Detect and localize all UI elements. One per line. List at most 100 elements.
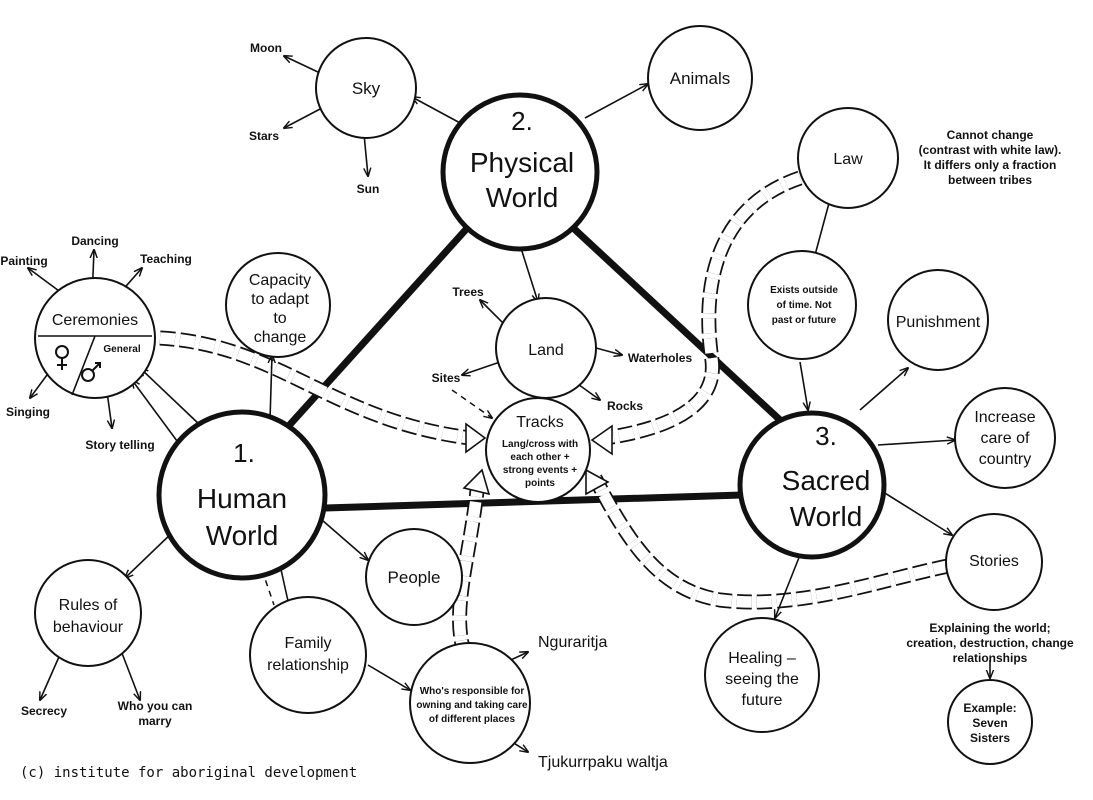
responsible-line3: of different places bbox=[429, 714, 516, 725]
law-note-line1: Cannot change bbox=[947, 128, 1034, 142]
node-sacred-world: 3. Sacred World bbox=[737, 410, 887, 560]
singing-label: Singing bbox=[6, 405, 50, 419]
human-line2: World bbox=[206, 520, 279, 551]
edge-physical-sacred bbox=[567, 222, 783, 423]
family-line2: relationship bbox=[267, 657, 349, 674]
responsible-line1: Who's responsible for bbox=[420, 686, 525, 697]
responsible-line2: owning and taking care bbox=[416, 700, 528, 711]
node-increase: Increase care of country bbox=[954, 387, 1056, 489]
physical-line2: World bbox=[486, 182, 559, 213]
dancing-label: Dancing bbox=[71, 234, 118, 248]
stories-label: Stories bbox=[969, 553, 1019, 570]
node-punishment: Punishment bbox=[887, 269, 989, 371]
capacity-line1: Capacity bbox=[249, 272, 311, 289]
stars-label: Stars bbox=[249, 129, 279, 143]
law-note-line4: between tribes bbox=[948, 173, 1032, 187]
land-label: Land bbox=[528, 342, 564, 359]
healing-line3: future bbox=[742, 692, 783, 709]
general-label: General bbox=[103, 344, 140, 355]
law-label: Law bbox=[833, 151, 863, 168]
node-responsible: Who's responsible for owning and taking … bbox=[409, 642, 531, 764]
healing-line2: seeing the bbox=[725, 671, 799, 688]
node-family: Family relationship bbox=[249, 596, 367, 714]
teaching-label: Teaching bbox=[140, 252, 192, 266]
sacred-line2: World bbox=[790, 501, 863, 532]
node-human-world: 1. Human World bbox=[156, 409, 328, 581]
example-line2: Seven bbox=[972, 716, 1007, 730]
tracks-line3: strong events + bbox=[503, 465, 577, 476]
capacity-line2: to adapt bbox=[251, 291, 309, 308]
female-symbol-icon bbox=[55, 345, 69, 370]
node-land: Land bbox=[495, 297, 597, 399]
nguraritja-label: Nguraritja bbox=[538, 634, 607, 651]
rocks-label: Rocks bbox=[607, 399, 643, 413]
node-stories: Stories bbox=[945, 513, 1043, 611]
physical-line1: Physical bbox=[470, 147, 574, 178]
track-arrow-bottom-left bbox=[462, 468, 491, 496]
example-line3: Sisters bbox=[970, 731, 1010, 745]
moon-label: Moon bbox=[250, 41, 282, 55]
marry-line1: Who you can bbox=[118, 699, 193, 713]
node-people: People bbox=[365, 528, 463, 626]
story-telling-label: Story telling bbox=[85, 438, 154, 452]
capacity-line4: change bbox=[254, 329, 307, 346]
increase-line2: care of bbox=[981, 430, 1030, 447]
stories-note-line1: Explaining the world; bbox=[929, 621, 1050, 635]
rules-line2: behaviour bbox=[53, 619, 124, 636]
tracks-line4: points bbox=[525, 478, 555, 489]
node-law: Law bbox=[797, 107, 899, 209]
exists-line2: of time. Not bbox=[777, 300, 833, 311]
node-tracks: Tracks Lang/cross with each other + stro… bbox=[485, 397, 591, 503]
sites-label: Sites bbox=[432, 371, 461, 385]
rules-line1: Rules of bbox=[59, 597, 118, 614]
node-example: Example: Seven Sisters bbox=[947, 679, 1033, 765]
track-paths bbox=[159, 170, 950, 658]
animals-label: Animals bbox=[670, 69, 730, 88]
law-note-line3: It differs only a fraction bbox=[924, 158, 1057, 172]
tracks-title: Tracks bbox=[516, 414, 563, 431]
waterholes-label: Waterholes bbox=[628, 351, 693, 365]
increase-line1: Increase bbox=[974, 409, 1035, 426]
ceremonies-label: Ceremonies bbox=[52, 312, 138, 329]
node-capacity: Capacity to adapt to change bbox=[225, 252, 331, 358]
painting-label: Painting bbox=[0, 254, 47, 268]
node-exists: Exists outside of time. Not past or futu… bbox=[747, 250, 857, 360]
capacity-line3: to bbox=[273, 310, 286, 327]
node-physical-world: 2. Physical World bbox=[440, 92, 600, 252]
marry-line2: marry bbox=[138, 714, 172, 728]
punishment-label: Punishment bbox=[896, 314, 981, 331]
tjukurrpaku-label: Tjukurrpaku waltja bbox=[538, 754, 668, 771]
sun-label: Sun bbox=[357, 182, 380, 196]
example-line1: Example: bbox=[963, 701, 1016, 715]
track-arrow-bottom-right bbox=[585, 468, 610, 496]
people-label: People bbox=[388, 568, 441, 587]
physical-number: 2. bbox=[511, 106, 533, 136]
node-ceremonies: Ceremonies General bbox=[34, 277, 156, 399]
node-rules: Rules of behaviour bbox=[34, 559, 142, 667]
law-note-line2: (contrast with white law). bbox=[919, 143, 1062, 157]
increase-line3: country bbox=[979, 451, 1031, 468]
node-animals: Animals bbox=[647, 25, 753, 131]
node-healing: Healing – seeing the future bbox=[704, 617, 820, 733]
track-arrow-left bbox=[465, 422, 487, 454]
stories-note-line3: relationships bbox=[953, 651, 1028, 665]
exists-line1: Exists outside bbox=[770, 285, 838, 296]
family-line1: Family bbox=[284, 635, 331, 652]
sacred-number: 3. bbox=[815, 421, 837, 451]
tracks-line1: Lang/cross with bbox=[502, 439, 578, 450]
human-number: 1. bbox=[233, 438, 255, 468]
trees-label: Trees bbox=[452, 285, 484, 299]
male-symbol-icon bbox=[81, 362, 101, 382]
tracks-line2: each other + bbox=[510, 452, 569, 463]
sacred-line1: Sacred bbox=[782, 465, 871, 496]
node-sky: Sky bbox=[315, 37, 417, 139]
secrecy-label: Secrecy bbox=[21, 704, 67, 718]
human-line1: Human bbox=[197, 483, 287, 514]
exists-line3: past or future bbox=[772, 315, 837, 326]
stories-note-line2: creation, destruction, change bbox=[906, 636, 1074, 650]
track-arrow-right bbox=[590, 424, 613, 456]
copyright-notice: (c) institute for aboriginal development bbox=[20, 765, 358, 781]
sky-label: Sky bbox=[352, 79, 381, 98]
healing-line1: Healing – bbox=[728, 650, 796, 667]
